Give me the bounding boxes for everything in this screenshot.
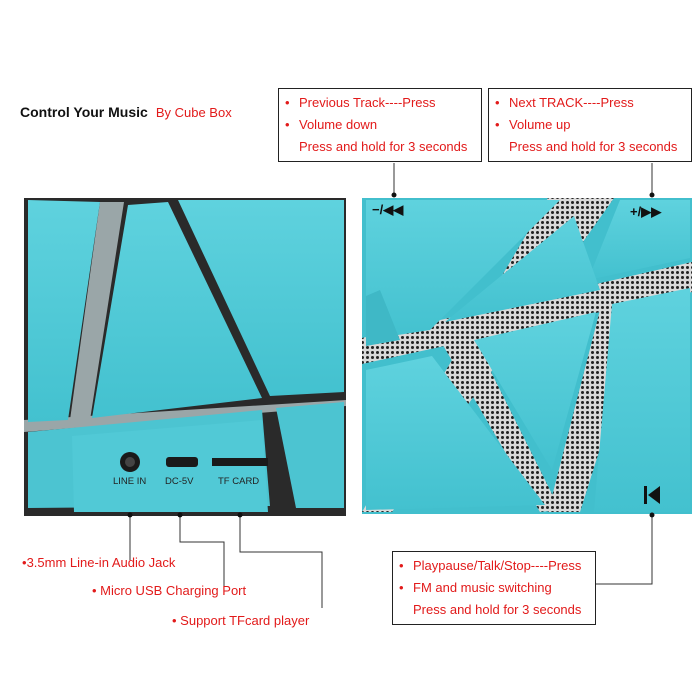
page-title: Control Your Music By Cube Box [20,104,232,120]
next-track-info-box: •Next TRACK----Press •Volume up Press an… [488,88,692,162]
info-line: Press and hold for 3 seconds [299,139,468,154]
play-pause-info-box: •Playpause/Talk/Stop----Press •FM and mu… [392,551,596,625]
play-pause-icon[interactable] [644,486,660,504]
info-line: •Previous Track----Press [285,95,436,110]
usb-port-icon [166,457,198,467]
info-line: •Playpause/Talk/Stop----Press [399,558,582,573]
info-line: •Volume up [495,117,571,132]
info-line: Press and hold for 3 seconds [413,602,582,617]
callout-lines [129,163,653,608]
title-subtitle: By Cube Box [155,105,232,120]
info-line: •Volume down [285,117,378,132]
tf-callout: • Support TFcard player [172,613,310,628]
dc-label: DC-5V [165,476,194,487]
info-line: •FM and music switching [399,580,552,595]
info-line: Press and hold for 3 seconds [509,139,678,154]
audio-jack-callout: •3.5mm Line-in Audio Jack [22,555,176,570]
tf-slot-icon [212,458,268,466]
title-text: Control Your Music [20,104,148,120]
tf-card-label: TF CARD [218,476,260,487]
previous-track-info-box: •Previous Track----Press •Volume down Pr… [278,88,482,162]
right-cube-front-view [362,198,692,514]
next-volume-up-icon[interactable]: +/▶▶ [630,204,662,219]
info-line: •Next TRACK----Press [495,95,634,110]
prev-volume-down-icon[interactable]: −/◀◀ [372,202,404,217]
line-in-label: LINE IN [113,476,147,487]
left-cube-side-view [24,198,346,516]
usb-callout: • Micro USB Charging Port [92,583,247,598]
